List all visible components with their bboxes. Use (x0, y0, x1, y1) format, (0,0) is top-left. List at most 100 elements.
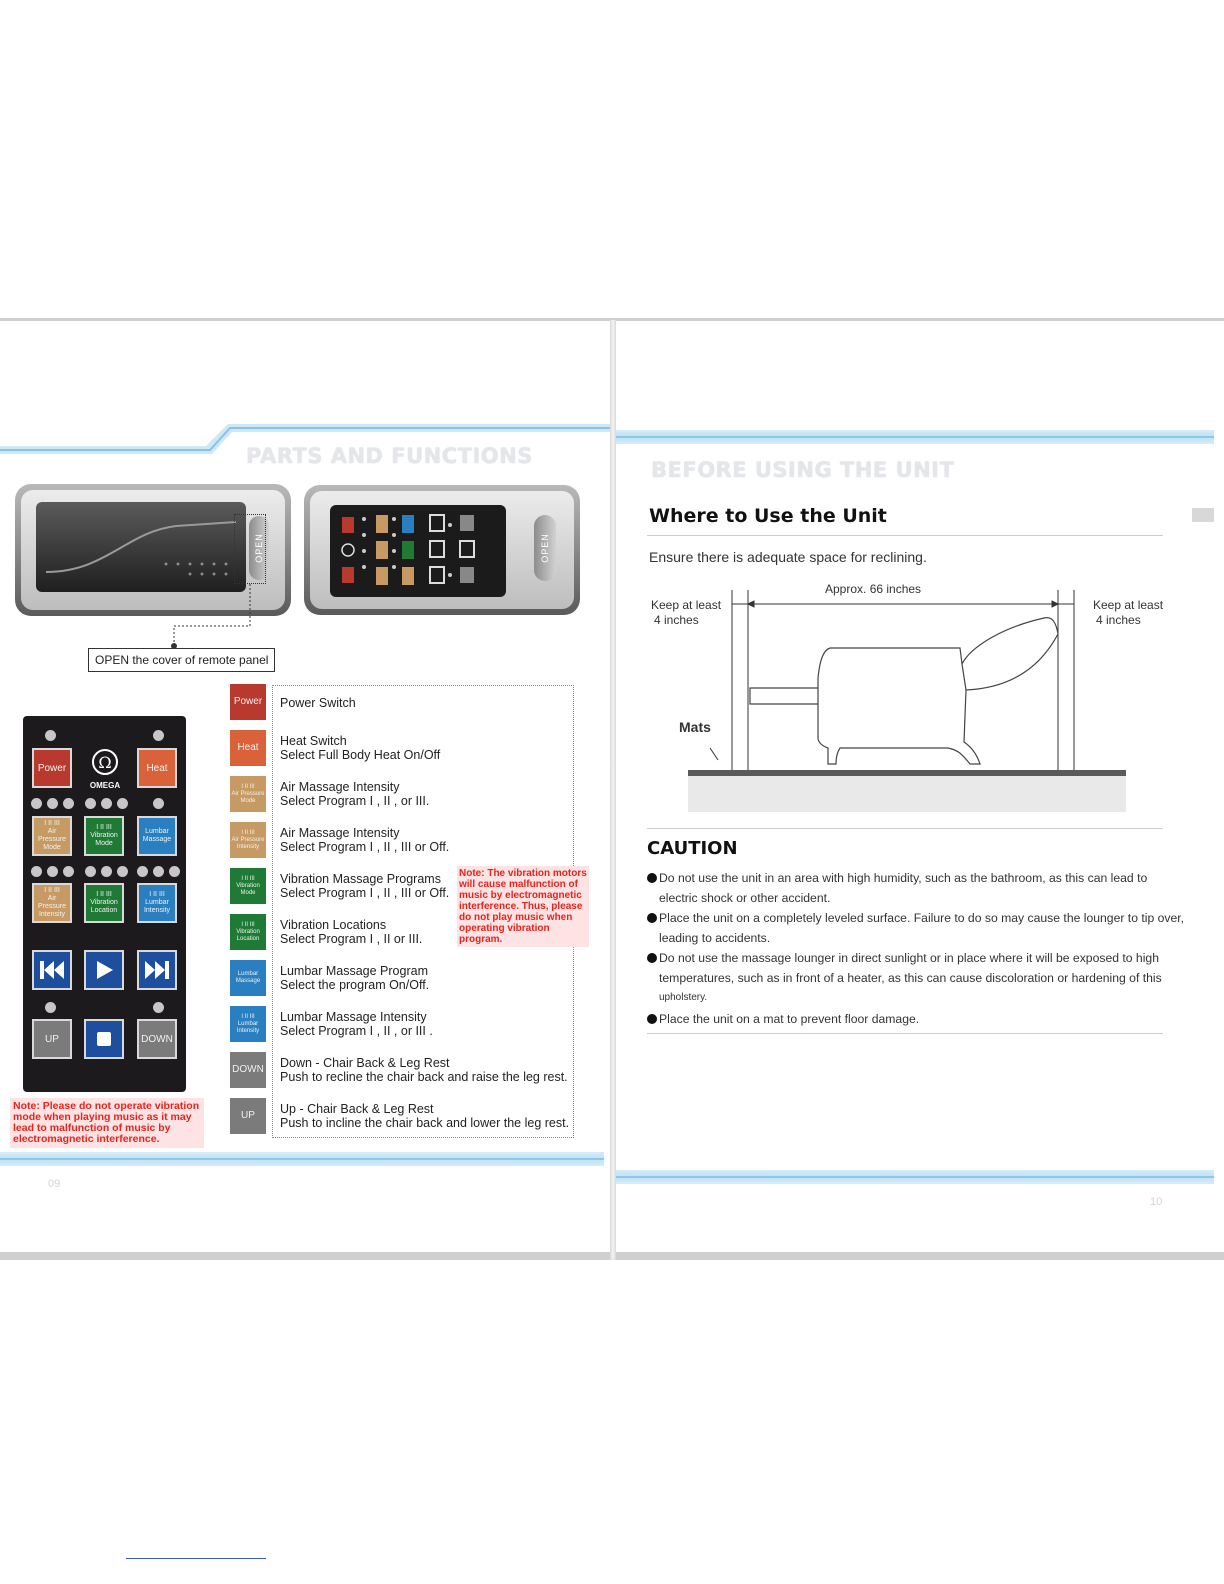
spread-top-edge (0, 318, 1224, 321)
stop-icon (97, 1032, 111, 1046)
caution-top-rule (647, 828, 1163, 829)
skip-forward-icon (145, 961, 169, 979)
open-tab-highlight (234, 514, 266, 584)
indicator-light (117, 798, 128, 809)
skip-forward-button[interactable] (137, 950, 177, 990)
legend-up-button: UP (230, 1098, 266, 1134)
section-title-parts: PARTS AND FUNCTIONS (246, 444, 533, 468)
indicator-light (85, 866, 96, 877)
approx-66-label: Approx. 66 inches (825, 582, 922, 596)
indicator-light (85, 798, 96, 809)
left-header-band (0, 424, 610, 454)
indicator-light (153, 798, 164, 809)
right-footer-line (616, 1176, 1214, 1178)
heading-rule (647, 535, 1163, 536)
indicator-light (153, 1002, 164, 1013)
mini-remote-panel (341, 514, 475, 585)
play-icon (97, 961, 113, 979)
section-title-before-using: BEFORE USING THE UNIT (651, 458, 955, 482)
indicator-light (63, 798, 74, 809)
legend-lumbar-massage-button: Lumbar Massage (230, 960, 266, 996)
stop-button[interactable] (84, 1019, 124, 1059)
indicator-light (47, 798, 58, 809)
open-tab-open[interactable]: OPEN (534, 515, 556, 581)
cover-swoosh (45, 521, 237, 576)
omega-logo-text: OMEGA (89, 781, 121, 790)
indicator-light (137, 866, 148, 877)
legend-power-button: Power (230, 684, 266, 720)
lumbar-massage-button[interactable]: Lumbar Massage (137, 816, 177, 856)
legend-heat-button: Heat (230, 730, 266, 766)
omega-icon: Ω (92, 749, 118, 775)
vibration-warning-note: Note: The vibration motors will cause ma… (457, 866, 589, 947)
heat-button[interactable]: Heat (137, 748, 177, 788)
music-warning-note: Note: Please do not operate vibration mo… (10, 1098, 204, 1148)
indicator-light (63, 866, 74, 877)
indicator-light (153, 866, 164, 877)
power-button[interactable]: Power (32, 748, 72, 788)
indicator-light (45, 730, 56, 741)
indicator-light (117, 866, 128, 877)
caution-heading: CAUTION (647, 838, 738, 859)
skip-back-icon (40, 961, 64, 979)
caution-item-humidity: Do not use the unit in an area with high… (647, 868, 1187, 908)
indicator-light (101, 798, 112, 809)
legend-divider (272, 685, 273, 1138)
mats-label: Mats (679, 719, 711, 735)
caution-item-level-surface: Place the unit on a completely leveled s… (647, 908, 1187, 948)
indicator-light (45, 1002, 56, 1013)
caution-item-sunlight: Do not use the massage lounger in direct… (647, 948, 1187, 1008)
indicator-light (47, 866, 58, 877)
bottom-rule-mark (126, 1558, 266, 1559)
right-header-line (616, 436, 1214, 438)
left-footer-line (0, 1158, 604, 1160)
remote-cover-open: OPEN (304, 485, 580, 615)
indicator-light (153, 730, 164, 741)
page-number-left: 09 (48, 1178, 61, 1190)
remote-cover-closed: OPEN (15, 484, 291, 616)
page-gutter (610, 320, 616, 1260)
legend-power-text: Power Switch (280, 696, 356, 710)
svg-text:Ω: Ω (98, 753, 111, 772)
page-edge-tab (1192, 508, 1214, 522)
caution-item-mat: Place the unit on a mat to prevent floor… (647, 1009, 1187, 1029)
caution-bottom-rule (647, 1033, 1163, 1034)
indicator-light (31, 798, 42, 809)
up-button[interactable]: UP (32, 1019, 72, 1059)
down-button[interactable]: DOWN (137, 1019, 177, 1059)
skip-back-button[interactable] (32, 950, 72, 990)
play-button[interactable] (84, 950, 124, 990)
where-to-use-heading: Where to Use the Unit (649, 505, 887, 527)
indicator-light (169, 866, 180, 877)
open-cover-callout: OPEN the cover of remote panel (88, 648, 276, 672)
open-tab-closed[interactable]: OPEN (249, 516, 269, 580)
page-number-right: 10 (1150, 1196, 1163, 1208)
clearance-diagram (688, 590, 1126, 812)
callout-leader (171, 584, 251, 649)
intro-text: Ensure there is adequate space for recli… (649, 549, 927, 565)
legend-down-button: DOWN (230, 1052, 266, 1088)
omega-logo: Ω OMEGA (85, 748, 125, 790)
